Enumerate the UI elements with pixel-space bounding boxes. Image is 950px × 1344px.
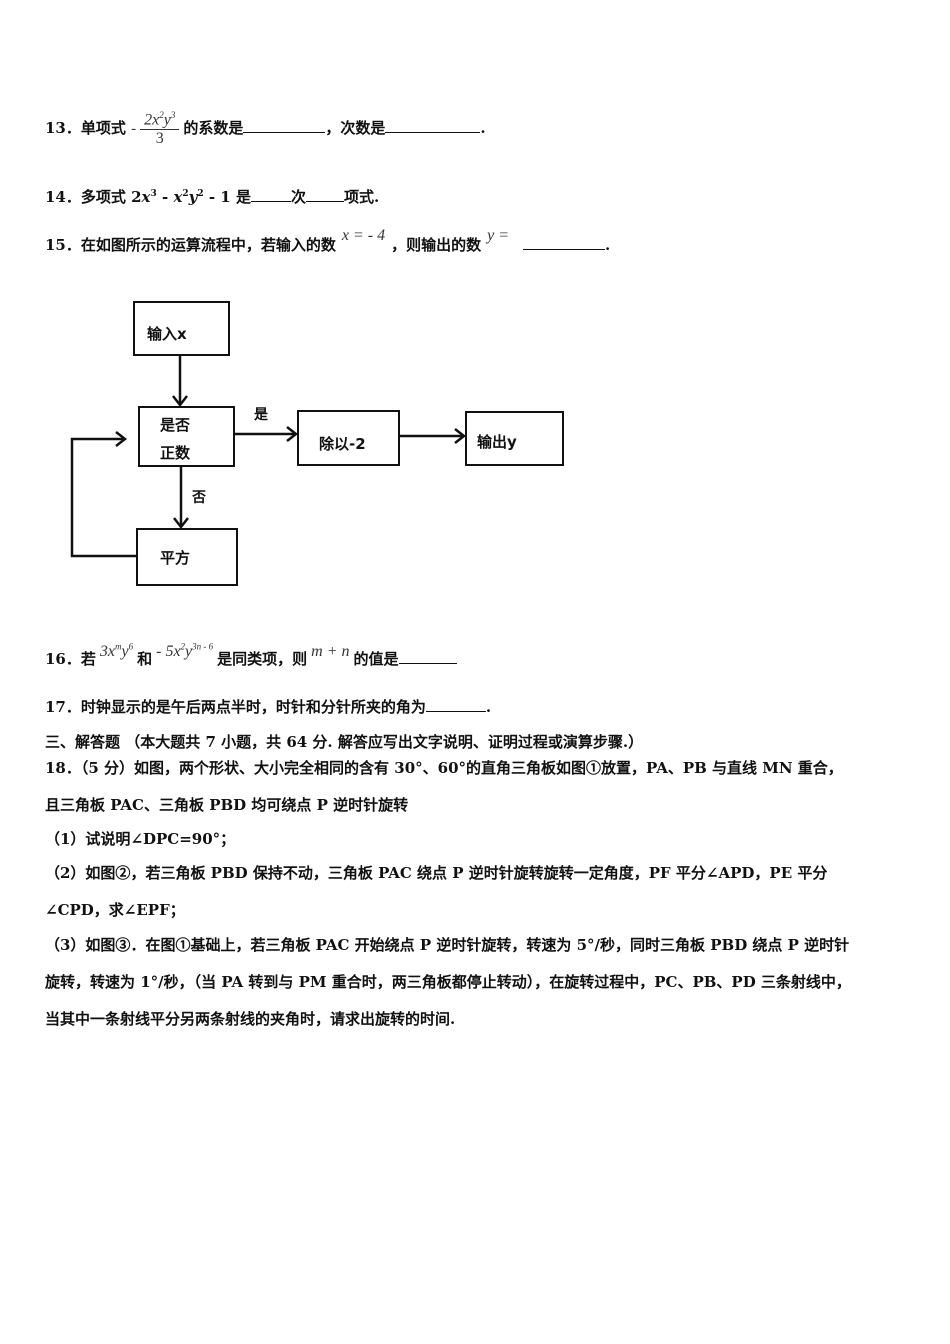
q14-x2: x	[173, 188, 183, 206]
q16-term1-y: y	[121, 643, 129, 660]
q18-part-3c: 当其中一条射线平分另两条射线的夹角时，请求出旋转的时间.	[45, 1010, 456, 1028]
q14-prefix: 14．多项式 2	[45, 188, 142, 206]
q14-y: y	[188, 188, 198, 206]
q16-term2-exp-2: 2	[180, 641, 186, 652]
q13-blank-2[interactable]	[385, 118, 481, 134]
q18-line-2: 且三角板 PAC、三角板 PBD 均可绕点 P 逆时针旋转	[45, 796, 409, 814]
q14-minus: -	[156, 188, 174, 206]
q18-line-1: 18．（5 分）如图，两个形状、大小完全相同的含有 30°、60°的直角三角板如…	[45, 759, 843, 777]
q15-blank[interactable]	[523, 235, 606, 250]
q16-term1: 3xmy6	[99, 641, 134, 660]
q16-term2-exp-3n: 3n - 6	[192, 641, 214, 652]
section-3-heading: 三、解答题 （本大题共 7 小题，共 64 分. 解答应写出文字说明、证明过程或…	[45, 733, 644, 751]
q18-part-1: （1）试说明∠DPC=90°；	[45, 830, 236, 848]
q18-part-2b: ∠CPD，求∠EPF；	[45, 901, 185, 919]
q16-term2: - 5x2y3n - 6	[156, 641, 214, 660]
q18-part-3b: 旋转，转速为 1°/秒，（当 PA 转到与 PM 重合时，两三角板都停止转动），…	[45, 973, 851, 991]
q16-term1-exp-m: m	[114, 641, 122, 652]
q13-num: 2x	[144, 111, 160, 129]
q16-term2-y: y	[185, 643, 193, 660]
q13-prefix: 13．单项式	[45, 119, 126, 138]
q14-exp1: 3	[150, 189, 157, 199]
q16-term1-x: 3x	[99, 643, 115, 660]
q15-input: x = - 4	[341, 227, 386, 244]
q14-blank-2[interactable]	[306, 187, 344, 202]
q13-mid2: ，次数是	[325, 119, 386, 138]
flow-output-label: 输出y	[477, 433, 517, 451]
q15-output: y =	[487, 227, 510, 244]
q18-part-2a: （2）如图②，若三角板 PBD 保持不动，三角板 PAC 绕点 P 逆时针旋转旋…	[45, 864, 828, 882]
flow-output-box: 输出y	[465, 411, 564, 466]
flow-divide-label: 除以-2	[319, 435, 366, 453]
q17-end: .	[485, 698, 492, 716]
flow-check-label-2: 正数	[160, 444, 191, 462]
flow-no-label: 否	[192, 490, 206, 506]
q16-mid: 是同类项，则	[217, 650, 308, 668]
q13-den: 3	[155, 130, 164, 148]
flow-check-box: 是否 正数	[138, 406, 235, 467]
q14-blank-1[interactable]	[250, 187, 291, 202]
q16-prefix: 16．若	[45, 650, 96, 668]
q15-prefix: 15．在如图所示的运算流程中，若输入的数	[45, 236, 336, 254]
q14-exp3: 2	[197, 189, 204, 199]
q14-exp2: 2	[182, 189, 189, 199]
q16-term1-exp-6: 6	[128, 641, 134, 652]
q13-mid: 的系数是	[183, 119, 244, 138]
q13-end: .	[480, 119, 486, 138]
q17-blank[interactable]	[425, 697, 486, 712]
flow-input-box: 输入x	[133, 301, 230, 356]
q13-neg: -	[131, 121, 137, 138]
flow-input-label: 输入x	[147, 325, 187, 343]
question-14: 14．多项式 2x3 - x2y2 - 1 是次项式.	[45, 186, 379, 207]
flow-yes-label: 是	[254, 407, 268, 423]
q16-blank[interactable]	[398, 649, 457, 664]
q14-rest: - 1 是	[203, 188, 251, 206]
q16-end: 的值是	[353, 650, 399, 668]
q16-term2-x: - 5x	[156, 643, 181, 660]
q13-blank-1[interactable]	[243, 118, 326, 134]
q15-end: .	[605, 236, 611, 254]
flow-square-box: 平方	[136, 528, 238, 586]
q16-expr: m + n	[311, 643, 350, 660]
q17-text: 17．时钟显示的是午后两点半时，时针和分针所夹的角为	[45, 698, 426, 716]
question-17: 17．时钟显示的是午后两点半时，时针和分针所夹的角为.	[45, 696, 491, 717]
question-15: 15．在如图所示的运算流程中，若输入的数 x = - 4 ，则输出的数 y =.	[45, 224, 610, 254]
q15-mid: ，则输出的数	[391, 236, 482, 254]
flow-check-label-1: 是否	[160, 416, 191, 434]
q14-mid: 次	[290, 188, 306, 206]
q18-part-3a: （3）如图③．在图①基础上，若三角板 PAC 开始绕点 P 逆时针旋转，转速为 …	[45, 936, 850, 954]
flow-square-label: 平方	[160, 549, 191, 567]
q16-and: 和	[137, 650, 153, 668]
q14-x: x	[141, 188, 151, 206]
q14-end: 项式.	[344, 188, 380, 206]
flow-divide-box: 除以-2	[297, 410, 400, 466]
